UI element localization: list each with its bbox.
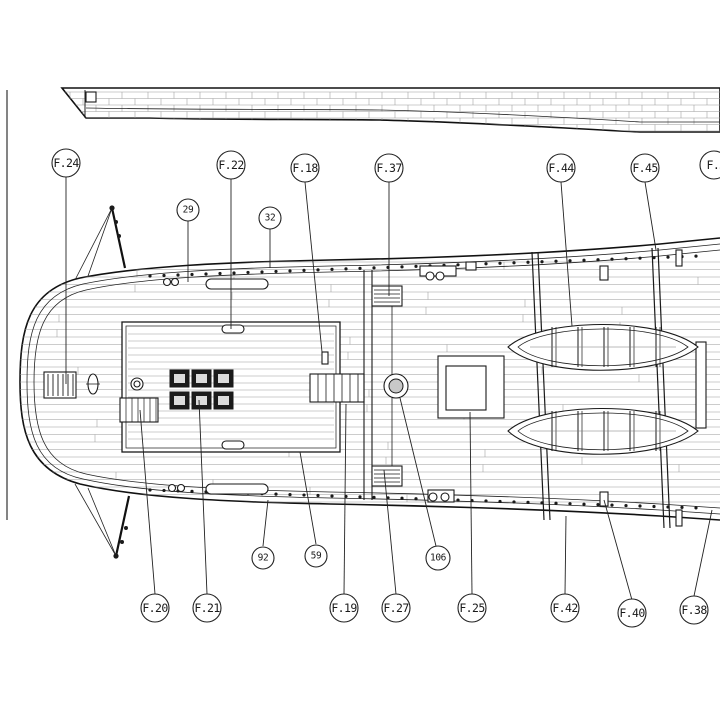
callout-f44: F.44 (546, 153, 576, 183)
callout-f21-label: F.21 (194, 601, 220, 615)
callout-f38-label: F.38 (681, 603, 707, 617)
callout-f44-label: F.44 (548, 161, 574, 175)
callout-f37-label: F.37 (376, 161, 402, 175)
callout-f42: F.42 (550, 593, 580, 623)
bow-rigging (74, 205, 131, 559)
callout-f3x: F.3 (699, 150, 720, 180)
callout-59-label: 59 (311, 551, 322, 562)
callout-f40: F.40 (617, 598, 647, 628)
callout-59: 59 (304, 544, 328, 568)
callout-106: 106 (425, 545, 451, 571)
callout-f18-label: F.18 (292, 161, 318, 175)
callout-f45-label: F.45 (632, 161, 657, 175)
callout-f24-label: F.24 (53, 156, 79, 170)
callout-32-label: 32 (265, 213, 276, 224)
foremast-area (363, 270, 409, 500)
callout-f24: F.24 (51, 148, 81, 178)
callout-f25-label: F.25 (459, 601, 484, 615)
callout-f45: F.45 (630, 153, 660, 183)
ships-boat-lower (507, 408, 699, 455)
side-elevation-strip (60, 87, 720, 133)
callout-92: 92 (251, 546, 275, 570)
callout-f3x-label: F.3 (707, 158, 720, 172)
callout-f27: F.27 (381, 593, 411, 623)
leader-lines (65, 177, 713, 601)
callout-f22: F.22 (216, 150, 246, 180)
callout-29-label: 29 (183, 205, 194, 216)
callout-92-label: 92 (258, 553, 269, 564)
bow-fittings (43, 371, 100, 399)
rail-fittings (162, 249, 683, 527)
callout-f20-label: F.20 (142, 601, 168, 615)
callout-29: 29 (176, 198, 200, 222)
boat-chocks (531, 247, 707, 529)
main-hatch (437, 355, 505, 419)
ships-boat-upper (507, 324, 699, 371)
callout-f27-label: F.27 (383, 601, 409, 615)
forecastle-deck (119, 321, 365, 453)
callout-f37: F.37 (374, 153, 404, 183)
callout-f38: F.38 (679, 595, 709, 625)
callout-106-label: 106 (430, 553, 447, 564)
callout-f20: F.20 (140, 593, 170, 623)
callout-f19: F.19 (329, 593, 359, 623)
callout-f42-label: F.42 (552, 601, 577, 615)
callout-f22-label: F.22 (218, 158, 243, 172)
callout-f19-label: F.19 (331, 601, 357, 615)
callout-32: 32 (258, 206, 282, 230)
callout-f40-label: F.40 (619, 606, 645, 620)
callout-f21: F.21 (192, 593, 222, 623)
callout-f25: F.25 (457, 593, 487, 623)
callout-f18: F.18 (290, 153, 320, 183)
